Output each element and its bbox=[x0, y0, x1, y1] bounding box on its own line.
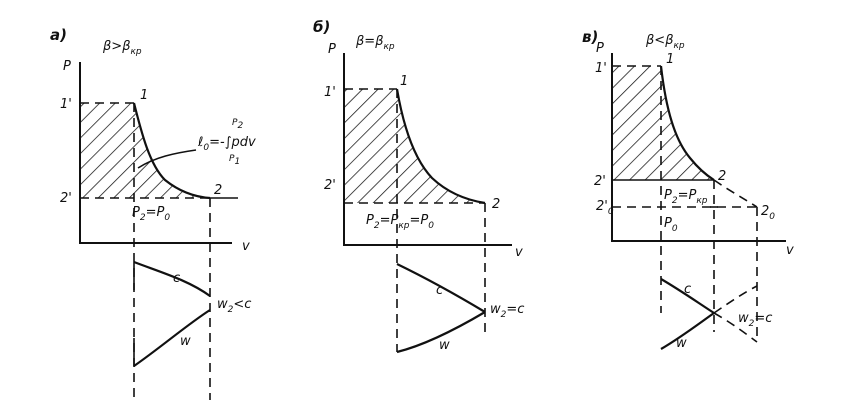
point-20-label: 20 bbox=[761, 204, 775, 222]
panel-c: в) β<βкр P v 1 1' 2 2' 20 2'0 P2=Pкр P0 … bbox=[582, 28, 794, 351]
point-1-prime-label: 1' bbox=[60, 97, 72, 112]
panel-b: б) β=βкр P v 1 1' 2 2' P2=Pкр=P0 c w w2=… bbox=[313, 18, 524, 354]
curve-c bbox=[396, 263, 486, 313]
curve-w-label: w bbox=[180, 334, 191, 349]
axis-p-label: P bbox=[63, 59, 71, 74]
condition-label: β=βкр bbox=[355, 34, 395, 52]
panel-letter: б) bbox=[313, 18, 330, 36]
point-1-label: 1 bbox=[140, 88, 148, 103]
point-20-prime-label: 2'0 bbox=[596, 199, 614, 217]
pressure-equality-label: P2=Pкр bbox=[664, 188, 708, 206]
point-1-prime-label: 1' bbox=[324, 85, 336, 100]
point-2-label: 2 bbox=[492, 197, 500, 212]
expansion-curve bbox=[659, 65, 715, 181]
point-1-label: 1 bbox=[400, 74, 408, 89]
curve-c-label: c bbox=[173, 271, 180, 286]
velocity-relation-label: w2<c bbox=[217, 297, 251, 315]
expansion-curve bbox=[132, 102, 211, 200]
axis-p-label: P bbox=[596, 41, 604, 56]
point-2-label: 2 bbox=[214, 183, 222, 198]
axis-p-label: P bbox=[328, 42, 336, 57]
point-2-prime-label: 2' bbox=[594, 174, 606, 189]
curve-w bbox=[396, 311, 486, 354]
axis-v-label: v bbox=[242, 239, 250, 254]
point-2-prime-label: 2' bbox=[324, 178, 336, 193]
expansion-curve bbox=[395, 88, 486, 205]
velocity-relation-label: w2=c bbox=[490, 302, 524, 320]
overexpansion-curve bbox=[713, 179, 758, 208]
curve-w-label: w bbox=[439, 338, 450, 353]
point-1-label: 1 bbox=[666, 52, 674, 67]
work-formula-upper-limit: P2 bbox=[232, 118, 243, 131]
condition-label: β>βкр bbox=[102, 39, 142, 57]
point-2-label: 2 bbox=[718, 169, 726, 184]
point-2-prime-label: 2' bbox=[60, 191, 72, 206]
curve-c-label: c bbox=[436, 283, 443, 298]
curve-c-extension bbox=[713, 312, 758, 343]
work-formula: ℓ0=-∫pdv bbox=[197, 135, 256, 153]
work-area-hatch bbox=[612, 66, 714, 180]
work-area-hatch bbox=[344, 89, 485, 203]
work-formula-lower-limit: P1 bbox=[229, 154, 240, 167]
work-area-hatch bbox=[80, 103, 210, 198]
panel-a: a) β>βкр P v 1 1' 2 2' P2=P0 ℓ0=-∫pdv P2… bbox=[50, 26, 256, 400]
velocity-relation-label: w2=c bbox=[738, 311, 772, 329]
curve-c bbox=[133, 260, 211, 297]
pressure-equality-label: P2=P0 bbox=[132, 205, 170, 223]
panel-letter: в) bbox=[582, 28, 598, 46]
curve-w bbox=[660, 312, 715, 350]
pressure-equality-label: P2=Pкр=P0 bbox=[366, 213, 434, 231]
curve-w-label: w bbox=[676, 336, 687, 351]
panel-letter: a) bbox=[50, 26, 67, 44]
p0-label: P0 bbox=[664, 216, 678, 234]
axis-v-label: v bbox=[786, 243, 794, 258]
curve-w bbox=[133, 309, 211, 367]
curve-c-label: c bbox=[684, 282, 691, 297]
point-1-prime-label: 1' bbox=[595, 61, 607, 76]
curve-c bbox=[660, 278, 715, 314]
axis-v-label: v bbox=[515, 245, 523, 260]
curve-w-extension bbox=[713, 285, 758, 314]
work-formula-leader bbox=[137, 149, 197, 169]
condition-label: β<βкр bbox=[645, 33, 685, 51]
